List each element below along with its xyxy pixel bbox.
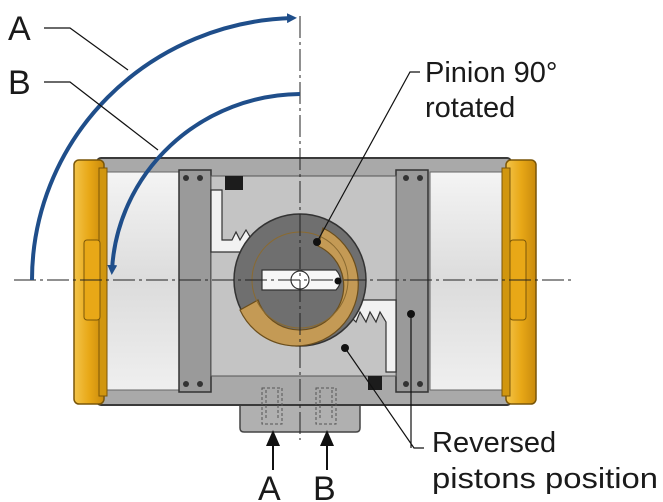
arc-a-label: A	[8, 10, 31, 48]
screw	[417, 175, 423, 181]
port-b-label: B	[313, 470, 336, 502]
leader-pistons-left-dot	[341, 344, 349, 352]
stop-block-bottom	[368, 376, 382, 390]
arc-b-label: B	[8, 64, 31, 102]
port-b-arrow	[320, 430, 334, 470]
screw	[417, 381, 423, 387]
leader-slot-dot	[334, 277, 342, 285]
left-cylinder-chamber	[106, 171, 180, 391]
screw	[197, 381, 203, 387]
left-piston	[178, 169, 212, 393]
pistons-label-line2: pistons position	[432, 463, 658, 495]
leader-pinion-dot	[313, 238, 321, 246]
leader-pistons-right-dot	[407, 310, 415, 318]
leader-arc-b	[44, 81, 159, 151]
leader-pinion	[316, 71, 420, 243]
screw	[183, 175, 189, 181]
port-b-hidden-lines	[315, 387, 337, 425]
right-end-cap-rim	[501, 167, 511, 397]
port-a-label: A	[258, 470, 281, 502]
rotation-arc-b	[107, 92, 301, 275]
right-piston	[395, 169, 429, 393]
pinion-cam-ring	[239, 227, 359, 347]
screw	[197, 175, 203, 181]
pinion-label-line1: Pinion 90°	[425, 57, 558, 89]
rotation-arc-a	[30, 13, 297, 281]
screw	[183, 381, 189, 387]
stop-block-top	[225, 176, 243, 190]
leader-pistons-left	[344, 347, 424, 449]
right-cylinder-chamber	[429, 171, 503, 391]
pistons-label-line1: Reversed	[432, 427, 556, 459]
leader-arc-a	[44, 27, 129, 71]
screw	[403, 175, 409, 181]
port-a-arrow	[266, 430, 280, 470]
screw	[403, 381, 409, 387]
pinion-label-line2: rotated	[425, 92, 515, 124]
port-a-hidden-lines	[261, 387, 283, 425]
